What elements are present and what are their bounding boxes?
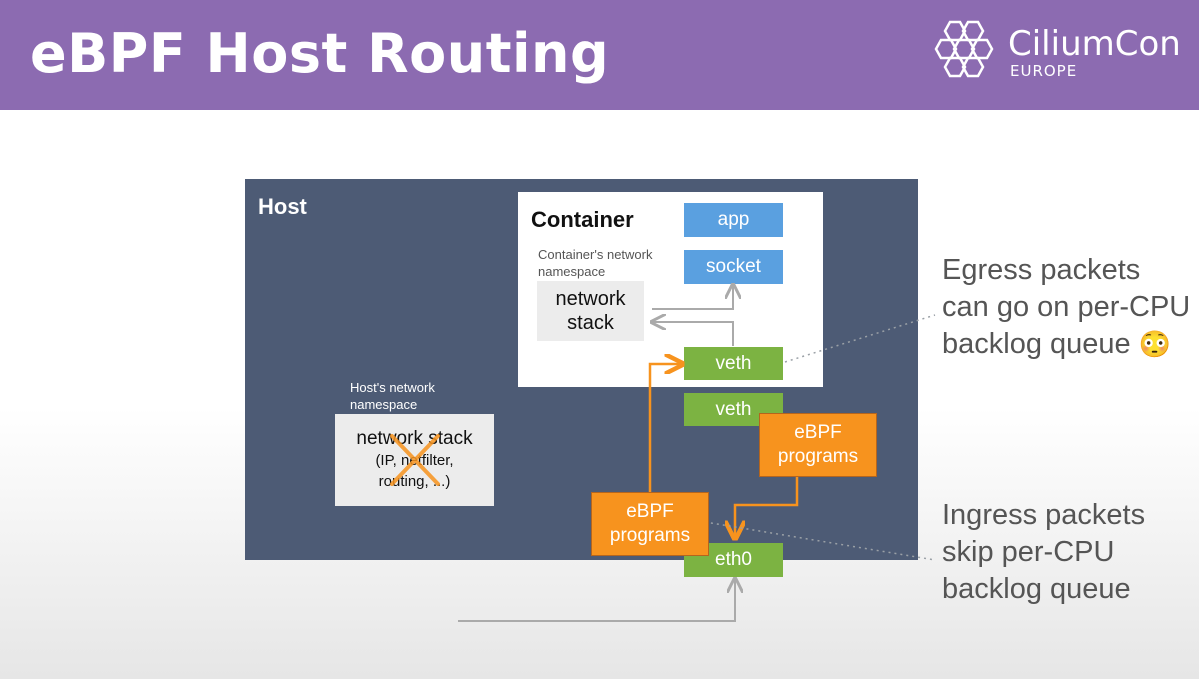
egress-note-text: Egress packets can go on per-CPU backlog… (942, 254, 1191, 360)
flushed-face-icon: 😳 (1138, 329, 1172, 359)
ebpf-arrows (648, 364, 799, 538)
container-label: Container (531, 207, 634, 232)
container-namespace-label: Container's network namespace (538, 247, 653, 279)
annotation-dotted-lines (704, 314, 936, 561)
egress-note: Egress packets can go on per-CPU backlog… (942, 252, 1190, 363)
app-box: app (684, 203, 783, 237)
logo-subtext: EUROPE (1010, 62, 1078, 80)
host-stack-title: network stack (356, 428, 473, 449)
hexagon-logo-icon (934, 20, 994, 78)
title-bar: eBPF Host Routing CiliumCon EUROPE (0, 0, 1199, 110)
container-network-stack: network stack (537, 281, 644, 341)
veth-container-box: veth (684, 347, 783, 380)
host-namespace-label: Host's network namespace (350, 380, 435, 412)
ingress-note: Ingress packets skip per-CPU backlog que… (942, 499, 1146, 605)
slide-title: eBPF Host Routing (30, 22, 610, 85)
ciliumcon-logo: CiliumCon EUROPE (930, 18, 1190, 88)
ebpf-programs-upper: eBPF programs (759, 413, 877, 477)
ebpf-programs-lower: eBPF programs (591, 492, 709, 556)
host-network-stack: network stack (IP, netfilter, routing, .… (335, 414, 494, 506)
logo-text: CiliumCon (1008, 24, 1181, 64)
container-arrows (458, 285, 735, 622)
host-label: Host (258, 194, 307, 219)
socket-box: socket (684, 250, 783, 284)
veth-host-box: veth (684, 393, 783, 426)
